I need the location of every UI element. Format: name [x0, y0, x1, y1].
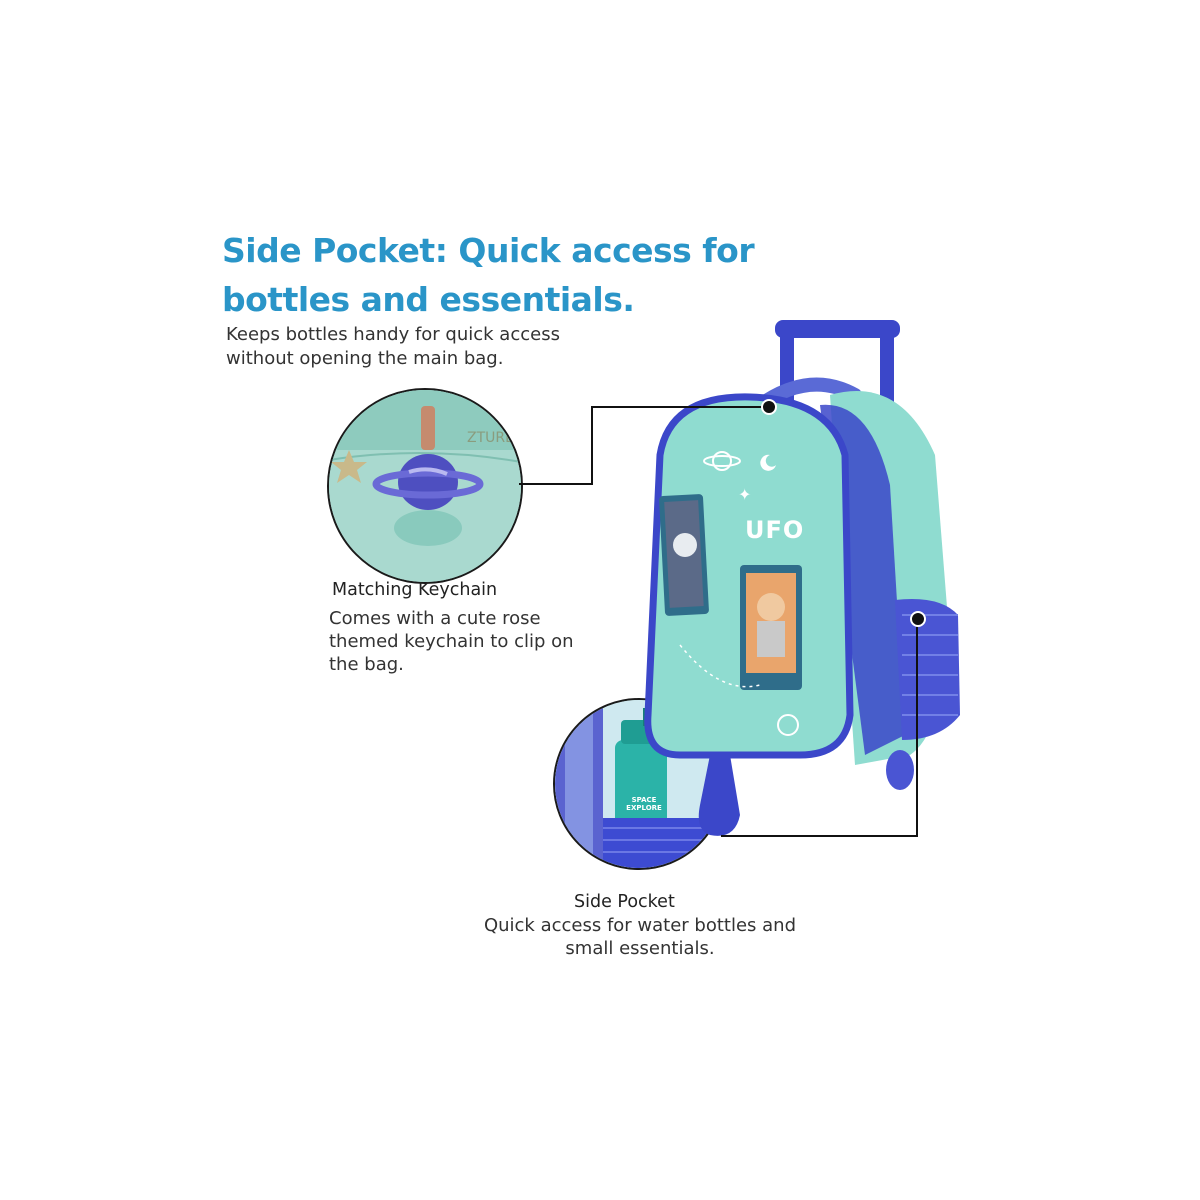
pocket-leader-vertical — [916, 617, 918, 837]
side-pocket-callout-line-2: small essentials. — [565, 938, 715, 959]
bottle-label: SPACE EXPLORE — [626, 796, 662, 812]
side-pocket-callout-title: Side Pocket — [574, 892, 675, 912]
pocket-anchor-dot — [910, 611, 926, 627]
side-pocket-callout-line-1: Quick access for water bottles and — [483, 915, 797, 936]
headline: Side Pocket: Quick access for bottles an… — [222, 226, 782, 324]
svg-text:ZTURE: ZTURE — [467, 430, 514, 446]
headline-line-2: bottles and essentials. — [222, 280, 635, 319]
keychain-anchor-dot — [761, 399, 777, 415]
keychain-detail-image: ZTURE — [327, 388, 523, 584]
side-pocket-callout-text: Quick access for water bottles and small… — [460, 914, 820, 960]
keychain-leader-horizontal — [519, 483, 592, 485]
side-pocket-detail-image — [553, 698, 725, 870]
keychain-leader-vertical — [591, 406, 593, 485]
svg-text:✦: ✦ — [738, 485, 751, 504]
keychain-callout-line-3: the bag. — [329, 654, 404, 675]
subheadline: Keeps bottles handy for quick access wit… — [226, 323, 626, 371]
subheadline-line-2: without opening the main bag. — [226, 348, 504, 369]
keychain-callout-line-2: themed keychain to clip on — [329, 631, 574, 652]
headline-line-1: Side Pocket: Quick access for — [222, 231, 755, 270]
keychain-leader-top — [591, 406, 768, 408]
keychain-callout-title: Matching Keychain — [332, 580, 498, 600]
bag-print-text: UFO — [745, 516, 805, 544]
pocket-leader-horizontal — [721, 835, 918, 837]
trolley-backpack-image: ✦ — [640, 315, 970, 845]
keychain-callout-line-1: Comes with a cute rose — [329, 608, 541, 629]
keychain-callout-text: Comes with a cute rose themed keychain t… — [329, 607, 609, 676]
subheadline-line-1: Keeps bottles handy for quick access — [226, 324, 560, 345]
